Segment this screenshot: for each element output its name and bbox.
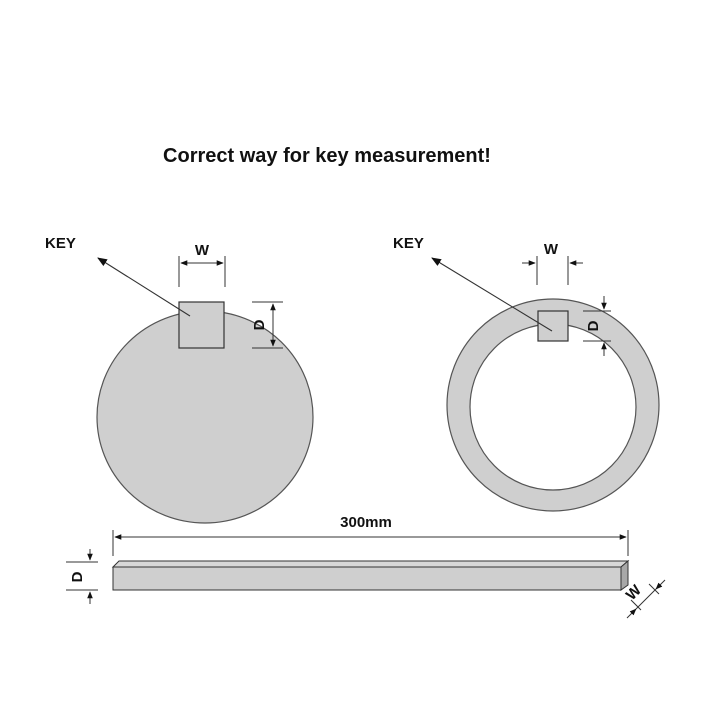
right-width-label: W [544, 241, 559, 258]
right-depth-dimension: D [583, 296, 611, 356]
right-width-dimension: W [522, 241, 583, 285]
bar-depth-label: D [69, 571, 86, 582]
bar-top-face [111, 560, 630, 568]
solid-shaft-figure: KEY W D [45, 235, 314, 524]
bar-length-dimension: 300mm [112, 514, 629, 556]
diagram-title: Correct way for key measurement! [163, 145, 491, 167]
bar-width-dimension: W [623, 579, 666, 619]
bar-depth-dimension: D [66, 549, 98, 604]
right-key-square [537, 310, 569, 342]
key-bar-figure: 300mm D W [66, 514, 666, 619]
left-key-arrow-icon [97, 257, 191, 317]
left-key-label: KEY [45, 235, 76, 252]
hollow-ring-figure: KEY W D [393, 235, 660, 512]
bar-front-face [112, 566, 622, 591]
left-width-label: W [195, 242, 210, 259]
right-key-label: KEY [393, 235, 424, 252]
ring-inner [469, 323, 637, 491]
left-depth-label: D [251, 319, 268, 330]
left-width-dimension: W [178, 242, 226, 287]
left-key-square [178, 301, 225, 349]
bar-length-label: 300mm [340, 514, 392, 531]
right-key-arrow-icon [431, 257, 553, 332]
left-depth-dimension: D [251, 301, 283, 349]
right-depth-label: D [585, 320, 602, 331]
